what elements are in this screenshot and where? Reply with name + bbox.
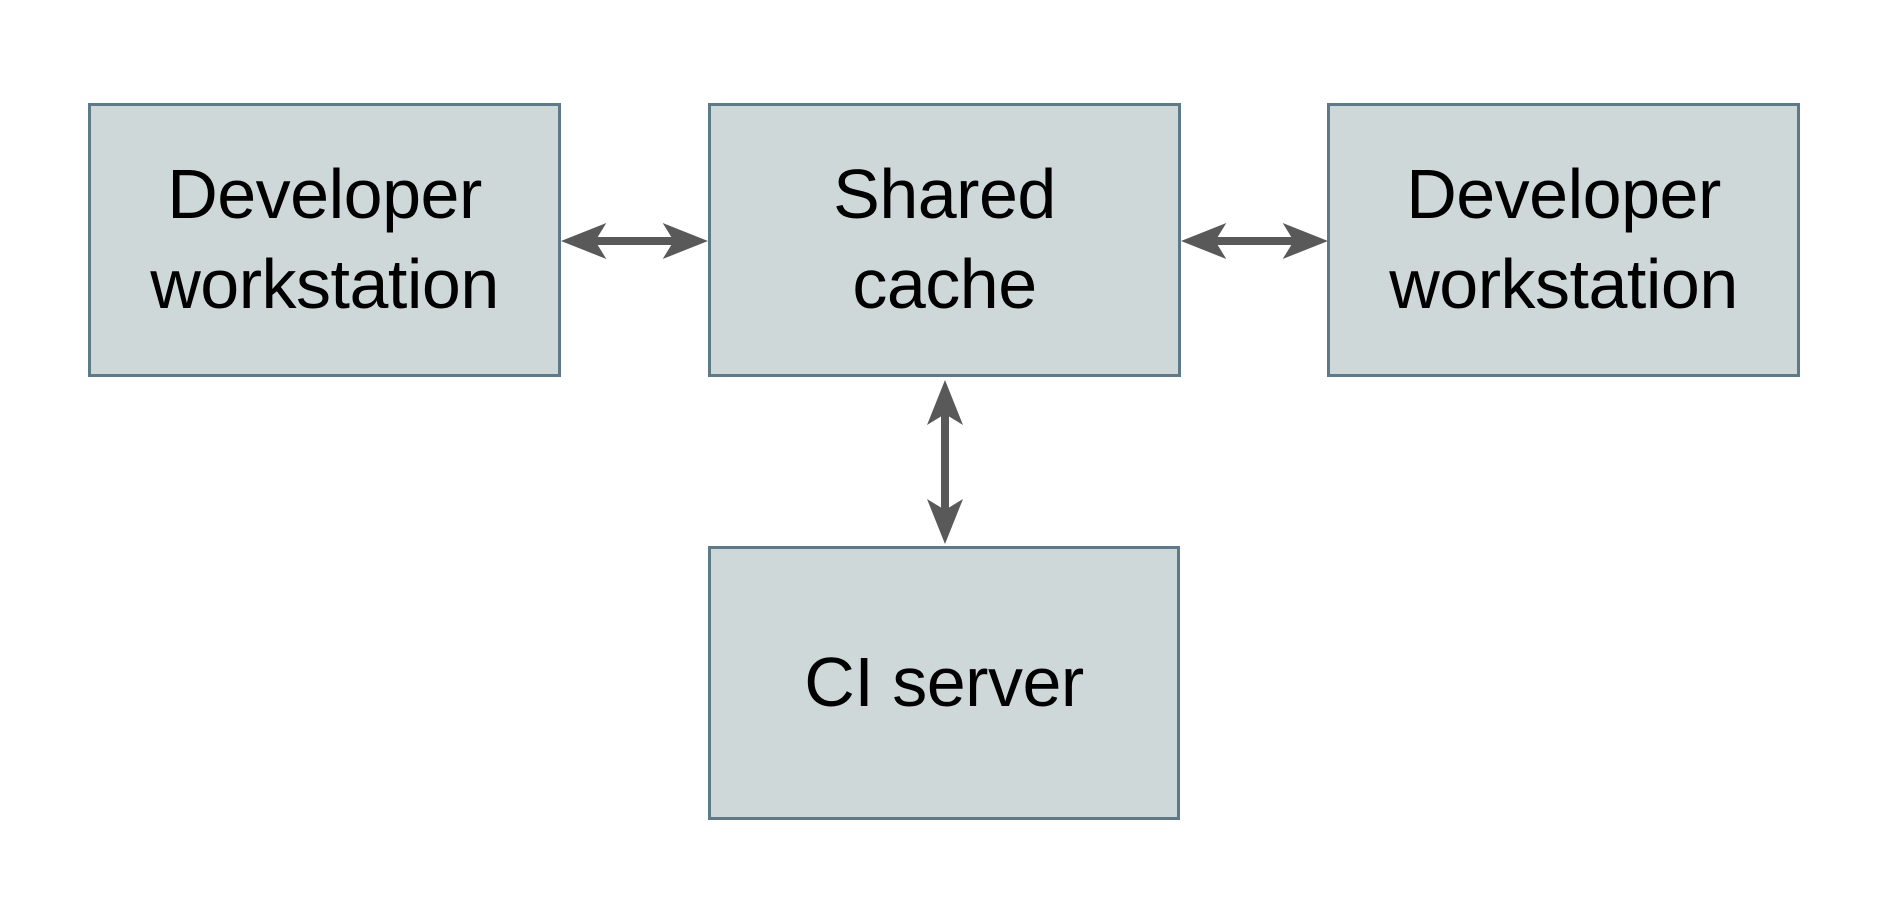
node-developer-workstation-right-label: Developer workstation	[1389, 155, 1738, 323]
node-developer-workstation-left-label: Developer workstation	[150, 155, 499, 323]
node-ci-server-label: CI server	[804, 643, 1084, 722]
node-shared-cache: Shared cache	[708, 103, 1181, 377]
node-ci-server: CI server	[708, 546, 1180, 820]
node-developer-workstation-right: Developer workstation	[1327, 103, 1800, 377]
double-arrow-connector-shared-cache-right-workstation	[1181, 223, 1328, 259]
node-shared-cache-label: Shared cache	[833, 155, 1056, 323]
double-arrow-connector-left-workstation-shared-cache	[561, 223, 708, 259]
double-arrow-connector-shared-cache-ci-server	[927, 380, 963, 544]
node-developer-workstation-left: Developer workstation	[88, 103, 561, 377]
